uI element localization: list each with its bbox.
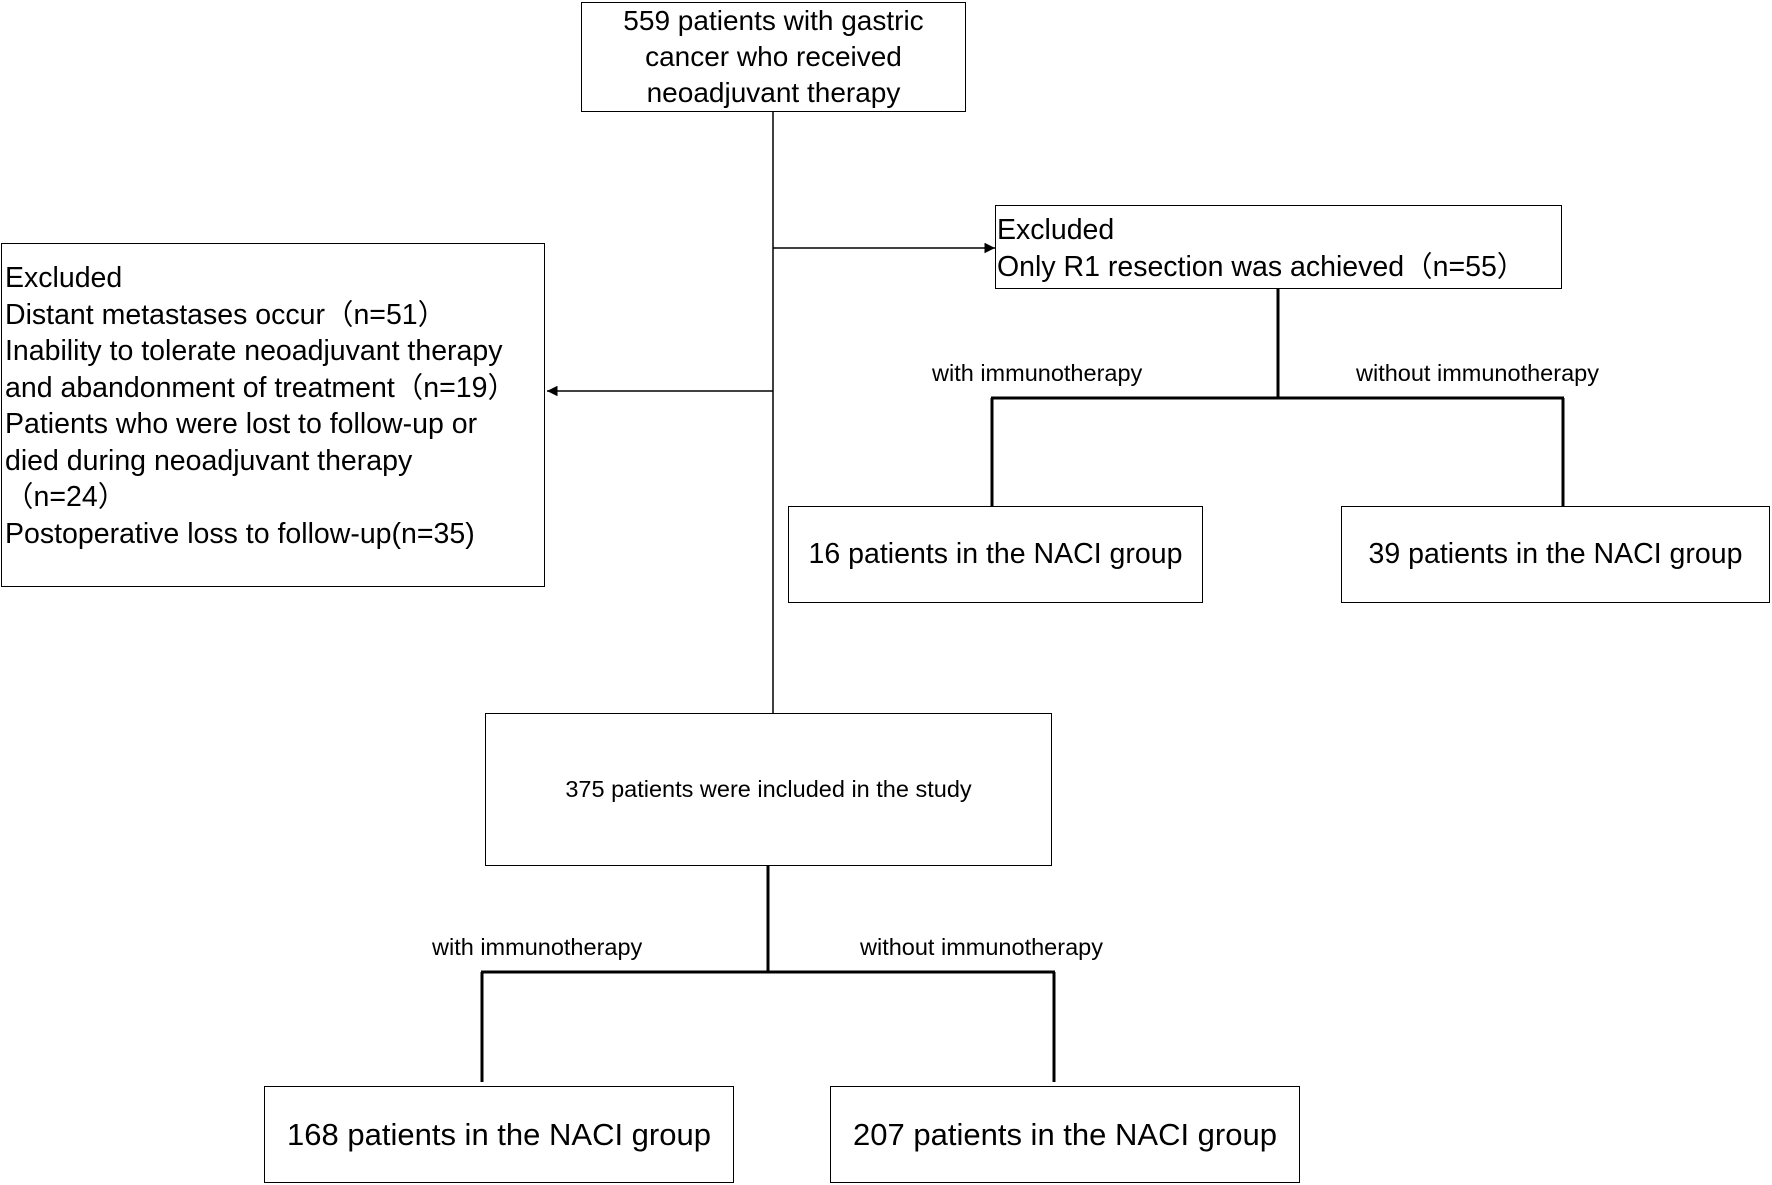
r1-with-immunotherapy-text: 16 patients in the NACI group [808,538,1183,570]
start-line-2: cancer who received [645,41,902,72]
excluded-left-line-7: （n=24） [5,481,127,513]
excluded-right-line-2: Only R1 resection was achieved（n=55） [997,251,1526,283]
without-immunotherapy-text: 207 patients in the NACI group [853,1116,1277,1152]
excluded-right-box: Excluded Only R1 resection was achieved（… [995,205,1562,289]
start-line-3: neoadjuvant therapy [646,77,901,108]
r1-with-immunotherapy-box: 16 patients in the NACI group [788,506,1203,603]
excluded-left-line-2: Distant metastases occur（n=51） [5,298,447,331]
excluded-left-line-3: Inability to tolerate neoadjuvant therap… [5,335,503,367]
start-box: 559 patients with gastric cancer who rec… [581,2,966,112]
with-immunotherapy-label: with immunotherapy [432,934,643,960]
without-immunotherapy-label: without immunotherapy [860,934,1103,960]
excluded-left-line-1: Excluded [5,262,123,294]
excluded-right-line-1: Excluded [997,214,1115,246]
without-immunotherapy-box: 207 patients in the NACI group [830,1086,1300,1183]
r1-without-immunotherapy-box: 39 patients in the NACI group [1341,506,1770,603]
with-immunotherapy-text: 168 patients in the NACI group [287,1116,711,1152]
start-line-1: 559 patients with gastric [623,5,924,36]
r1-without-immunotherapy-text: 39 patients in the NACI group [1368,538,1743,570]
with-immunotherapy-box: 168 patients in the NACI group [264,1086,734,1183]
included-text: 375 patients were included in the study [565,776,972,802]
excluded-left-line-8: Postoperative loss to follow-up(n=35) [5,517,475,550]
r1-without-immunotherapy-label: without immunotherapy [1356,360,1599,386]
excluded-left-line-5: Patients who were lost to follow-up or [5,408,478,440]
included-box: 375 patients were included in the study [485,713,1052,866]
r1-with-immunotherapy-label: with immunotherapy [932,360,1143,386]
excluded-left-box: Excluded Distant metastases occur（n=51） … [1,243,545,587]
excluded-left-line-4: and abandonment of treatment（n=19） [5,371,516,404]
excluded-left-line-6: died during neoadjuvant therapy [5,444,413,477]
